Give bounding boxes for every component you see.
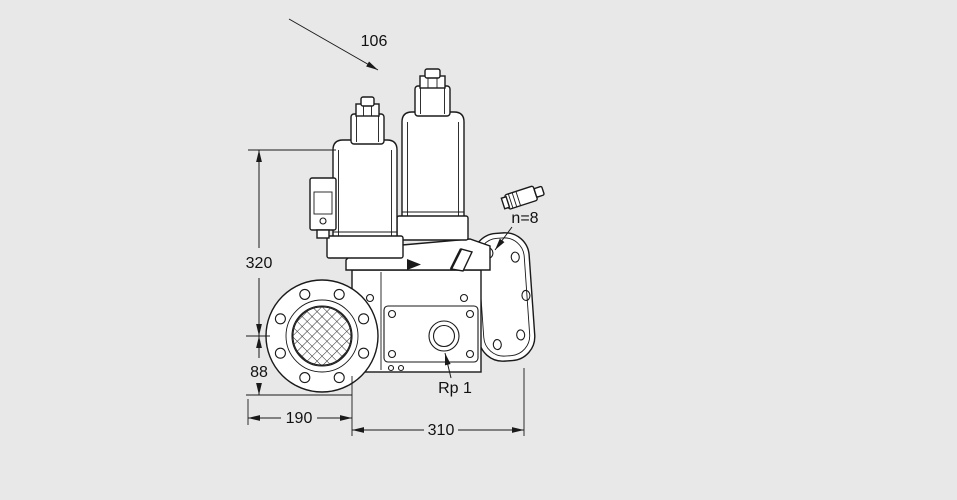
bolt-hole bbox=[299, 372, 311, 384]
leader-line bbox=[494, 226, 513, 251]
type-label-tag-edge bbox=[449, 248, 463, 270]
rp1-port-boss bbox=[428, 320, 460, 352]
solenoid-left-base bbox=[326, 235, 404, 259]
solenoid-right bbox=[396, 68, 469, 241]
bolt-hole bbox=[274, 313, 286, 325]
dim-320-label: 320 bbox=[246, 255, 273, 272]
bolt-hole bbox=[492, 339, 502, 351]
dimension-overall-width: 310 bbox=[352, 368, 525, 439]
bolt-hole bbox=[299, 288, 311, 300]
callout-bolt-holes: n=8 bbox=[494, 210, 539, 251]
bolt-hole bbox=[274, 347, 286, 359]
rp1-port-thread bbox=[432, 324, 456, 348]
panel-screw bbox=[387, 309, 397, 319]
front-panel bbox=[383, 305, 479, 372]
bolt-hole bbox=[333, 372, 345, 384]
rp1-label: Rp 1 bbox=[438, 380, 472, 397]
solenoid-right-coil bbox=[401, 111, 465, 219]
bolt-hole bbox=[358, 347, 370, 359]
terminal-box-screw bbox=[319, 217, 327, 225]
terminal-box-window bbox=[313, 191, 333, 215]
dim-106-label: 106 bbox=[361, 33, 388, 50]
bolt-hole bbox=[516, 329, 526, 341]
dim-88-label: 88 bbox=[250, 364, 268, 381]
solenoid-right-base bbox=[396, 215, 469, 241]
body-screw bbox=[459, 293, 469, 303]
left-flange bbox=[265, 279, 379, 393]
front-panel-plate bbox=[383, 305, 479, 363]
strainer-mesh bbox=[292, 306, 352, 366]
sealing-plug bbox=[500, 185, 545, 210]
body-pin bbox=[397, 364, 405, 372]
dimensions: 106 320 88 190 310 bbox=[246, 18, 539, 439]
flange-bore bbox=[291, 305, 353, 367]
type-label-tag bbox=[449, 248, 473, 272]
knurl-line bbox=[515, 191, 521, 206]
panel-screw bbox=[387, 349, 397, 359]
dimension-height: 320 88 bbox=[246, 149, 352, 396]
flow-direction-arrow-icon bbox=[407, 259, 421, 270]
dim-310-label: 310 bbox=[428, 422, 455, 439]
leader-line bbox=[444, 352, 452, 379]
dimension-line bbox=[288, 18, 379, 71]
solenoid-left bbox=[309, 96, 404, 259]
left-flange-raised-face bbox=[285, 299, 359, 373]
solenoid-left-stub bbox=[360, 96, 375, 107]
cable-gland bbox=[316, 229, 330, 239]
sealing-plug-collar bbox=[500, 195, 511, 210]
bolt-hole bbox=[521, 289, 531, 302]
solenoid-left-coil bbox=[332, 139, 398, 239]
bolt-hole bbox=[510, 251, 520, 263]
dimension-flange-width: 190 bbox=[247, 376, 353, 436]
body-screw bbox=[365, 293, 375, 303]
dimension-depth: 106 bbox=[288, 18, 388, 71]
sealing-plug-tip bbox=[533, 185, 545, 198]
body-pin bbox=[387, 364, 395, 372]
solenoid-left-cap bbox=[350, 113, 385, 145]
knurl-line bbox=[511, 192, 518, 208]
bolt-hole bbox=[333, 288, 345, 300]
callout-port-thread: Rp 1 bbox=[438, 352, 472, 397]
bolt-hole bbox=[358, 313, 370, 325]
panel-screw bbox=[465, 349, 475, 359]
n8-label: n=8 bbox=[511, 210, 538, 227]
knurl-line bbox=[507, 193, 514, 209]
panel-screw bbox=[465, 309, 475, 319]
dim-190-label: 190 bbox=[286, 410, 313, 427]
solenoid-right-stub bbox=[424, 68, 441, 79]
